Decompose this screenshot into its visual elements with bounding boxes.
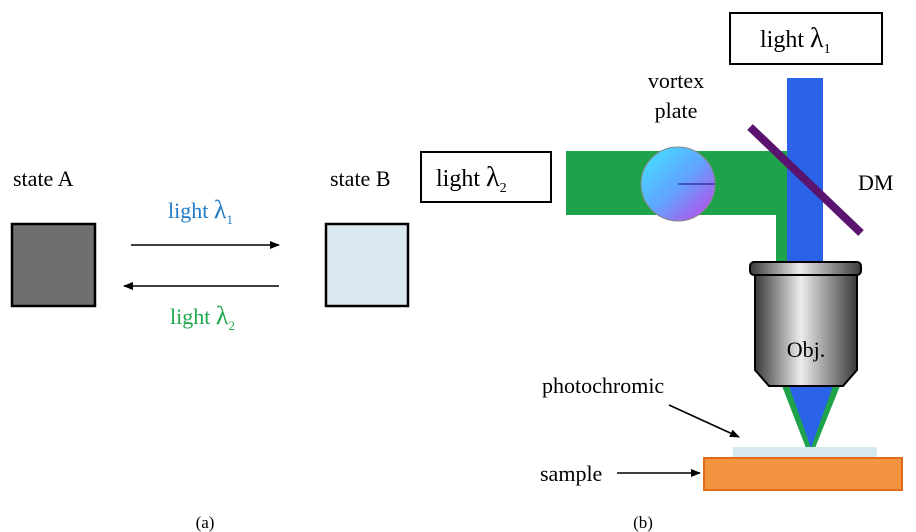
photochromic-label: photochromic bbox=[542, 373, 664, 398]
objective-label: Obj. bbox=[787, 337, 826, 362]
light-lambda1-label: light λ1 bbox=[760, 23, 831, 57]
caption-b: (b) bbox=[633, 513, 653, 532]
forward-lambda: λ bbox=[214, 195, 227, 224]
panel-a: state A light λ1 light λ2 state B (a) bbox=[10, 166, 410, 532]
photochromic-layer bbox=[733, 447, 877, 458]
light-lambda2-box bbox=[420, 151, 552, 203]
light1-word: light bbox=[760, 27, 810, 53]
light2-subscript: 2 bbox=[500, 181, 507, 196]
objective-body bbox=[754, 274, 858, 387]
backward-light-word: light bbox=[170, 304, 216, 329]
light1-lambda: λ bbox=[810, 23, 824, 54]
state-a-square bbox=[10, 222, 97, 308]
light-lambda1-box bbox=[729, 12, 883, 65]
state-b-label: state B bbox=[330, 166, 391, 191]
light2-word: light bbox=[436, 166, 486, 192]
state-b-square bbox=[324, 222, 410, 308]
photochromic-arrow bbox=[668, 404, 740, 438]
backward-lambda: λ bbox=[216, 301, 229, 330]
dichroic-mirror bbox=[747, 124, 864, 236]
forward-subscript: 1 bbox=[226, 212, 233, 227]
forward-light-label: light λ1 bbox=[168, 195, 233, 227]
caption-a: (a) bbox=[196, 513, 215, 532]
dm-label: DM bbox=[858, 170, 893, 195]
light1-subscript: 1 bbox=[824, 42, 831, 57]
vortex-label-line1: vortex bbox=[648, 68, 704, 93]
panel-b: DM vortex plate light λ1 light λ2 Obj. p… bbox=[420, 12, 903, 532]
vortex-label-line2: plate bbox=[655, 98, 698, 123]
sample-slab bbox=[703, 457, 903, 491]
light-lambda2-label: light λ2 bbox=[436, 162, 507, 196]
state-a-label: state A bbox=[13, 166, 74, 191]
blue-focus-cone bbox=[789, 386, 833, 448]
objective-collar bbox=[749, 261, 862, 276]
sample-label: sample bbox=[540, 461, 602, 486]
backward-light-label: light λ2 bbox=[170, 301, 235, 333]
backward-subscript: 2 bbox=[228, 318, 235, 333]
light2-lambda: λ bbox=[486, 162, 500, 193]
forward-light-word: light bbox=[168, 198, 214, 223]
